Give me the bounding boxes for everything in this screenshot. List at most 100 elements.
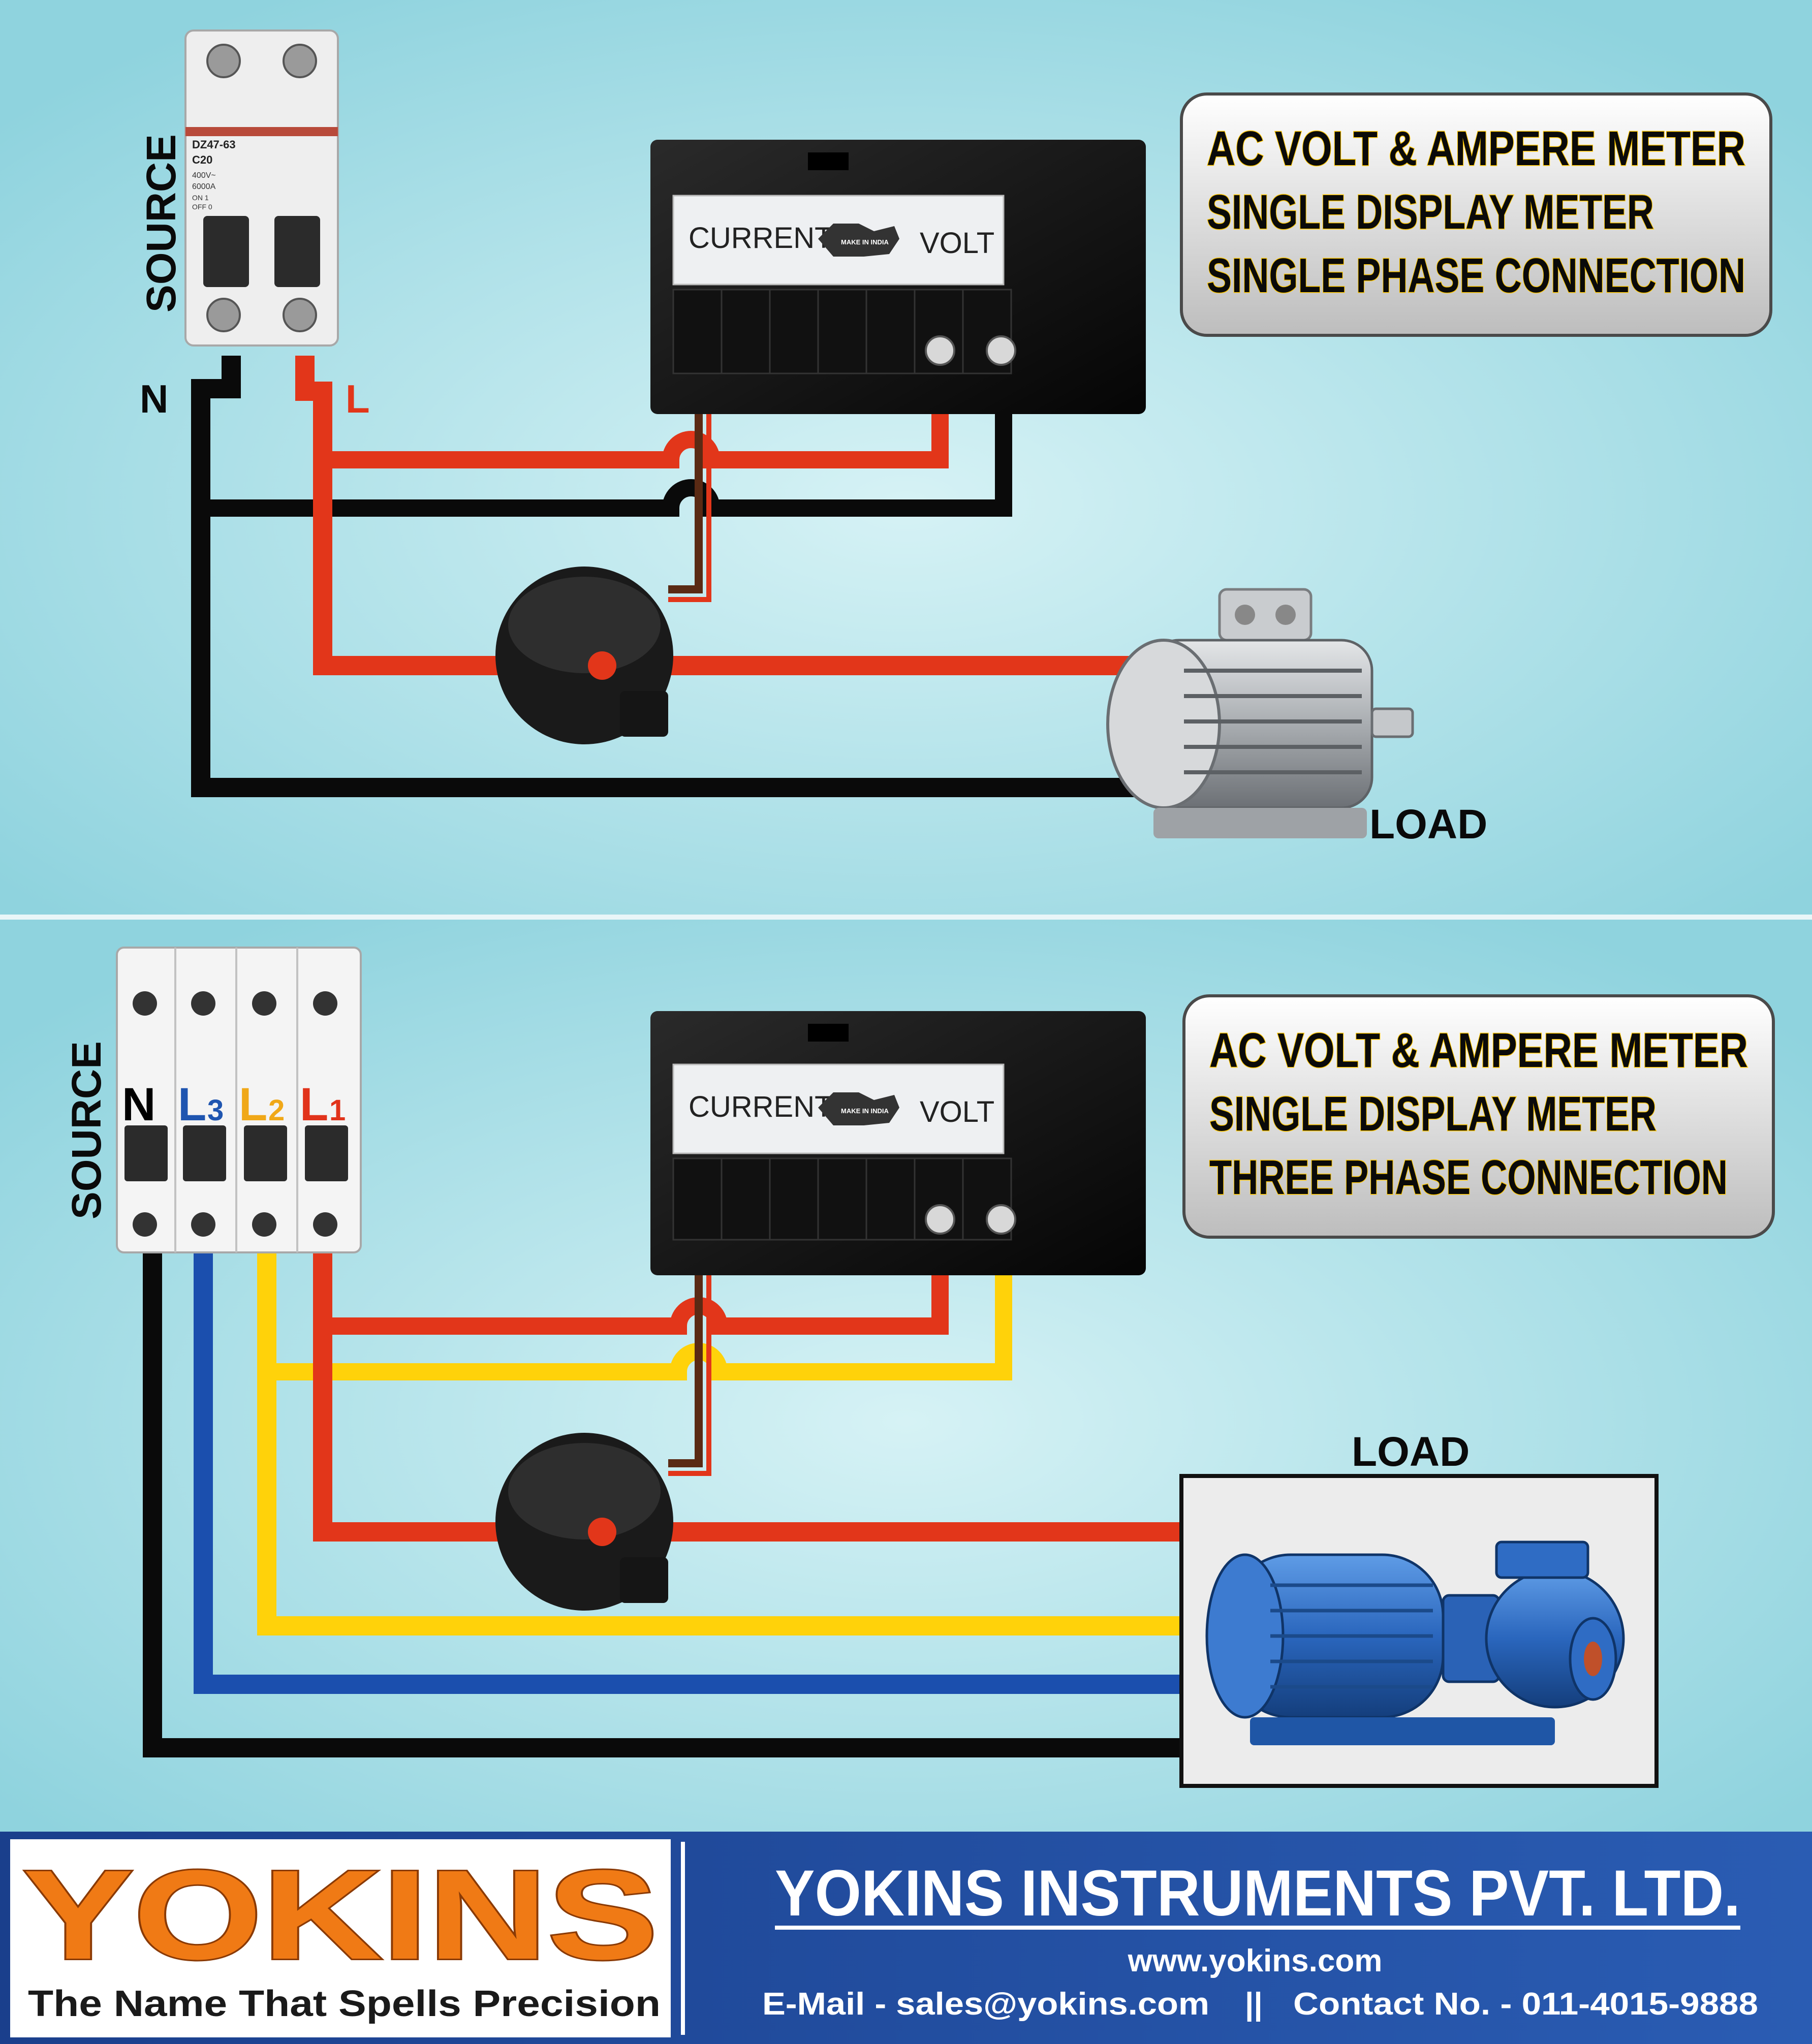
title-line-2: SINGLE DISPLAY METER [1209, 1087, 1657, 1141]
footer-divider [681, 1842, 685, 2035]
terminal-screw-icon [252, 1212, 276, 1237]
mcb-capacity-text: 6000A [192, 182, 216, 191]
mcb-rating-text: C20 [192, 153, 212, 166]
terminal-screw-icon [1275, 605, 1296, 625]
lion-logo-icon [818, 224, 899, 257]
meter-volt-label: VOLT [920, 1095, 994, 1128]
wire-neutral-to-load [143, 1245, 1184, 1757]
terminal-screw-icon [206, 44, 241, 78]
terminal-screw-icon [283, 44, 317, 78]
source-label: SOURCE [64, 1041, 110, 1219]
mcb-toggle [274, 216, 320, 287]
footer-separator: || [1245, 1987, 1263, 2022]
company-name: YOKINS INSTRUMENTS PVT. LTD. [775, 1857, 1740, 1930]
motor-endcap [1106, 639, 1221, 809]
volt-ampere-meter: CURRENT VOLT MAKE IN INDIA [650, 1011, 1146, 1275]
terminal-screw-icon [206, 298, 241, 332]
terminal-screw-icon [133, 991, 157, 1016]
phase-sub-l2: 2 [268, 1094, 285, 1127]
pump-base [1250, 1717, 1555, 1745]
wire-l3-to-load [194, 1245, 1184, 1694]
terminal-screw-icon [925, 335, 955, 366]
terminal-screw-icon [133, 1212, 157, 1237]
website-link[interactable]: www.yokins.com [1128, 1943, 1383, 1978]
ct-top [508, 577, 661, 673]
mcb-on-text: ON 1 [192, 194, 209, 202]
terminal-screw-icon [925, 1204, 955, 1235]
mcb-toggle [203, 216, 249, 287]
title-line-3: SINGLE PHASE CONNECTION [1207, 248, 1745, 303]
terminal-screw-icon [986, 335, 1016, 366]
meter-notch [808, 1024, 849, 1042]
title-line-1: AC VOLT & AMPERE METER [1209, 1023, 1748, 1078]
tagline: The Name That Spells Precision [28, 1984, 661, 2024]
terminal-screw-icon [191, 1212, 215, 1237]
lion-logo-icon [818, 1092, 899, 1125]
phase-label-l3: L [178, 1079, 206, 1130]
ct-core-hole [588, 651, 616, 680]
panel-divider [0, 915, 1812, 920]
title-line-3: THREE PHASE CONNECTION [1209, 1150, 1728, 1205]
title-box-top: AC VOLT & AMPERE METER SINGLE DISPLAY ME… [1180, 92, 1772, 337]
ct-core-hole [588, 1518, 616, 1546]
pump-discharge-flange [1495, 1540, 1589, 1579]
panel-top: DZ47-63 C20 400V~ 6000A ON 1 OFF 0 SOURC… [138, 29, 1772, 847]
mcb-toggle [305, 1125, 348, 1181]
motor-shaft [1370, 707, 1414, 738]
title-box-frame [1180, 92, 1772, 337]
bottom-wires [143, 1184, 1184, 1757]
ct-lead-1 [668, 1184, 703, 1467]
title-line-2: SINGLE DISPLAY METER [1207, 185, 1654, 239]
pump-cooling-fins [1270, 1583, 1433, 1689]
terminal-screw-icon [1235, 605, 1255, 625]
phase-label-l2: L [239, 1079, 267, 1130]
pump-load [1179, 1474, 1659, 1788]
phase-label-l1: L [300, 1079, 328, 1130]
ct-top [508, 1443, 661, 1539]
mcb-2pole: DZ47-63 C20 400V~ 6000A ON 1 OFF 0 [184, 29, 339, 347]
contact-number: Contact No. - 011-4015-9888 [1293, 1987, 1758, 2022]
motor-terminal-box [1218, 588, 1313, 642]
motor-load [1106, 588, 1414, 838]
footer: YOKINS The Name That Spells Precision YO… [0, 1832, 1812, 2044]
yokins-logo: YOKINS [23, 1844, 658, 1986]
meter-volt-label: VOLT [920, 227, 994, 260]
terminal-screw-icon [986, 1204, 1016, 1235]
make-in-india-badge: MAKE IN INDIA [841, 238, 889, 246]
mcb-off-text: OFF 0 [192, 203, 212, 211]
source-label: SOURCE [138, 134, 184, 312]
email-link[interactable]: E-Mail - sales@yokins.com [762, 1987, 1209, 2022]
phase-label-n: N [122, 1079, 155, 1130]
phase-sub-l1: 1 [329, 1094, 346, 1127]
company-underline [775, 1926, 1740, 1930]
terminal-screw-icon [313, 991, 337, 1016]
load-label: LOAD [1352, 1429, 1470, 1475]
mcb-voltage-text: 400V~ [192, 171, 216, 180]
mcb-4pole: N L 3 L 2 L 1 [116, 947, 362, 1253]
current-transformer [495, 567, 673, 744]
motor-cooling-fins [1184, 669, 1362, 774]
wire-l1-to-load [313, 1245, 1184, 1542]
wire-neutral-to-load [191, 356, 1169, 797]
load-label: LOAD [1369, 801, 1487, 847]
make-in-india-badge: MAKE IN INDIA [841, 1107, 889, 1115]
mcb-toggle [244, 1125, 287, 1181]
mcb-stripe [185, 127, 338, 136]
meter-current-label: CURRENT [689, 1090, 833, 1123]
phase-labels: N L 3 L 2 L 1 [122, 1079, 346, 1130]
terminal-screw-icon [191, 991, 215, 1016]
terminal-screw-icon [252, 991, 276, 1016]
meter-terminal-block [672, 289, 1012, 374]
mcb-toggle [183, 1125, 226, 1181]
line-label: L [346, 376, 370, 421]
current-transformer [495, 1433, 673, 1611]
title-line-1: AC VOLT & AMPERE METER [1207, 121, 1745, 176]
title-box-frame [1182, 994, 1775, 1239]
panel-bottom: N L 3 L 2 L 1 SOURCE CURRENT VOLT MAKE I… [64, 947, 1775, 1788]
motor-base [1153, 808, 1367, 838]
ct-mount [620, 691, 668, 737]
pump-inlet [1584, 1642, 1602, 1676]
title-box-bottom: AC VOLT & AMPERE METER SINGLE DISPLAY ME… [1182, 994, 1775, 1239]
mcb-body [116, 947, 362, 1253]
